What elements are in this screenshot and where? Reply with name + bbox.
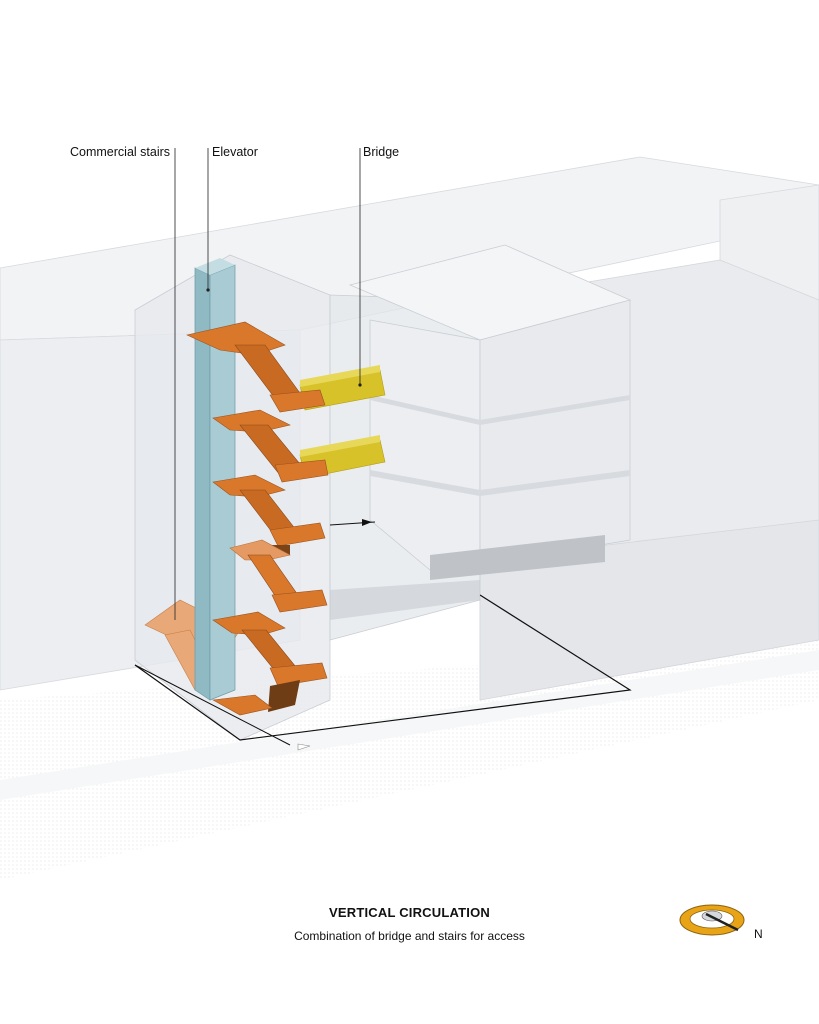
right-building-front bbox=[369, 319, 481, 571]
label-bridge: Bridge bbox=[363, 145, 400, 159]
north-label: N bbox=[754, 927, 763, 941]
entry-arrow bbox=[362, 519, 372, 526]
north-arrow-icon bbox=[679, 904, 745, 936]
ground-edge bbox=[0, 650, 819, 800]
diagram-subtitle: Combination of bridge and stairs for acc… bbox=[294, 929, 525, 943]
stair-flight-4 bbox=[229, 539, 328, 613]
bridge-lower-top bbox=[300, 435, 380, 457]
stair-flight-ground bbox=[212, 694, 273, 716]
right-building-side bbox=[479, 299, 631, 566]
elevator-shaft-top bbox=[195, 258, 235, 275]
stair-flight-5 bbox=[212, 611, 328, 712]
leader-dot-bridge bbox=[358, 383, 362, 387]
label-commercial-stairs: Commercial stairs bbox=[70, 145, 171, 159]
stair-flight-1 bbox=[186, 321, 326, 413]
stair-flight-2 bbox=[212, 409, 329, 483]
diagram-title: VERTICAL CIRCULATION bbox=[329, 905, 490, 920]
ground-entry-arrow bbox=[297, 743, 311, 751]
right-building-underside bbox=[430, 535, 605, 580]
right-building-floor-1 bbox=[370, 395, 630, 425]
label-elevator: Elevator bbox=[212, 145, 258, 159]
footprint-outline-2 bbox=[134, 664, 291, 746]
leader-dot-elevator bbox=[206, 288, 210, 292]
ground-shadow bbox=[330, 580, 480, 620]
footprint-outline bbox=[134, 594, 632, 741]
right-building-floor-2 bbox=[370, 470, 630, 496]
